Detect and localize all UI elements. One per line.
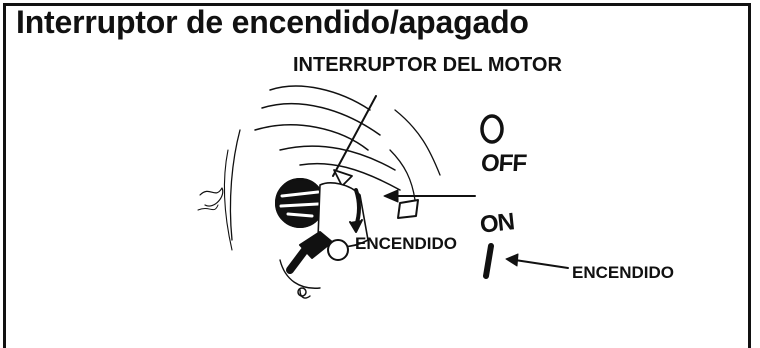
callout-line [332, 95, 377, 177]
indicator-triangle [333, 169, 353, 187]
housing-line [261, 102, 381, 136]
housing-line [254, 124, 369, 151]
pointer-arrow-head [383, 189, 399, 203]
scribble-line [199, 187, 224, 207]
on-label-right: ENCENDIDO [572, 263, 675, 282]
diagram-frame [3, 3, 751, 348]
page-title: Interruptor de encendido/apagado [16, 4, 529, 40]
rotation-arrow-head [349, 219, 363, 233]
switch-knob [275, 178, 325, 228]
on-label-left: ENCENDIDO [355, 234, 458, 253]
housing-line [394, 109, 441, 176]
housing-line [229, 129, 241, 241]
ignition-key [286, 231, 349, 274]
on-pointer-line [514, 259, 569, 269]
engine-switch-label: INTERRUPTOR DEL MOTOR [293, 54, 562, 76]
housing-line [279, 145, 396, 171]
mode-square-icon [397, 199, 419, 219]
off-mark-label: OFF [480, 150, 527, 177]
on-bar-icon [483, 243, 494, 279]
on-pointer-head [505, 253, 519, 267]
off-circle-icon [480, 114, 504, 144]
on-mark-label: ON [478, 208, 516, 239]
housing-line [299, 289, 311, 299]
housing-bolt [297, 287, 307, 297]
housing-line [279, 259, 321, 289]
housing-line [269, 85, 371, 111]
scribble-line [197, 204, 219, 211]
housing-line [299, 162, 401, 191]
housing-line [223, 149, 233, 251]
